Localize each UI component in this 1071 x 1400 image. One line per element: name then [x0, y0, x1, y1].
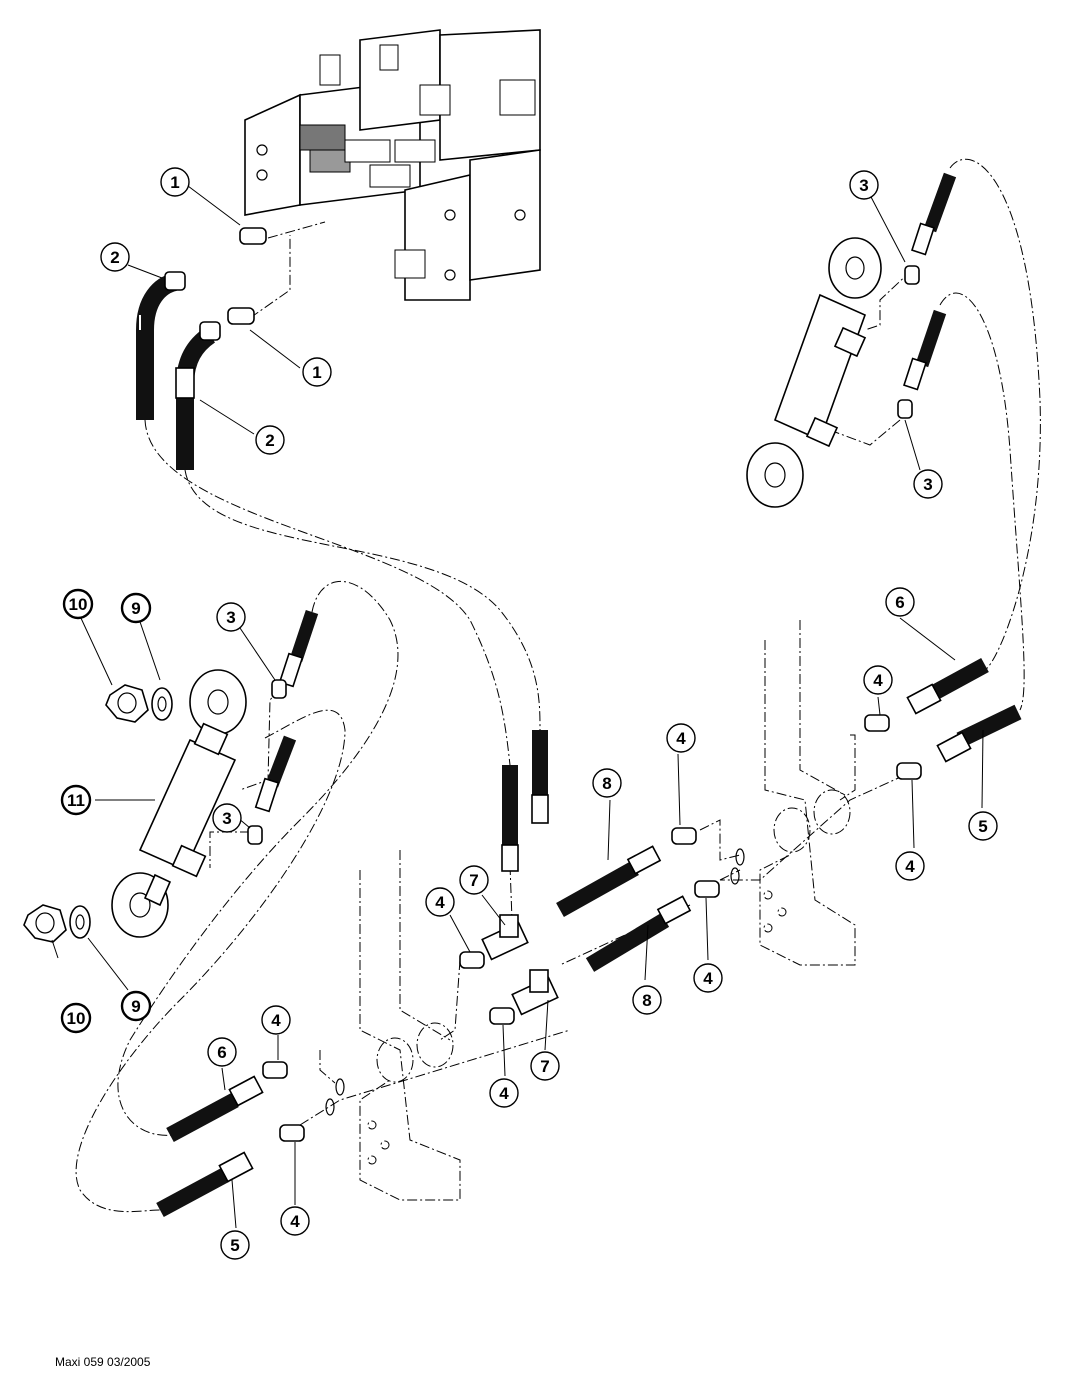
callout-5: 5 — [220, 1230, 250, 1260]
control-valve-block — [244, 29, 541, 301]
callout-7: 7 — [459, 865, 489, 895]
callout-4: 4 — [895, 851, 925, 881]
callout-10: 10 — [62, 588, 94, 620]
callout-6: 6 — [207, 1037, 237, 1067]
callout-4: 4 — [863, 665, 893, 695]
callout-number: 8 — [602, 774, 611, 793]
callout-4: 4 — [489, 1078, 519, 1108]
callout-number: 10 — [67, 1009, 86, 1028]
callout-number: 4 — [435, 893, 445, 912]
callout-number: 4 — [905, 857, 915, 876]
callout-number: 2 — [265, 431, 274, 450]
drawing-reference: Maxi 059 03/2005 — [55, 1355, 151, 1369]
hydraulic-cylinder-left — [111, 669, 247, 938]
callout-number: 1 — [312, 363, 321, 382]
callout-number: 7 — [469, 871, 478, 890]
callout-11: 11 — [60, 784, 92, 816]
callout-2: 2 — [100, 242, 130, 272]
hose-center-left — [501, 765, 519, 872]
hose-right-cylinder-lower — [903, 309, 947, 391]
callout-4: 4 — [693, 963, 723, 993]
nut-10-lower — [23, 904, 67, 943]
tee-fitting-7-lower — [511, 969, 559, 1016]
callout-2: 2 — [255, 425, 285, 455]
callout-number: 6 — [217, 1043, 226, 1062]
callout-number: 4 — [271, 1011, 281, 1030]
callout-number: 3 — [222, 809, 231, 828]
callout-number: 9 — [131, 599, 140, 618]
hose-left-cylinder-upper — [278, 609, 319, 688]
callout-10: 10 — [60, 1002, 92, 1034]
callout-number: 1 — [170, 173, 179, 192]
callout-3: 3 — [212, 803, 242, 833]
callout-7: 7 — [530, 1051, 560, 1081]
hose-left-cylinder-lower — [254, 735, 297, 813]
hose-5-right — [936, 704, 1022, 763]
hose-5-left — [156, 1151, 254, 1218]
leader-lines — [51, 185, 984, 1229]
callout-4: 4 — [261, 1005, 291, 1035]
callout-number: 9 — [131, 997, 140, 1016]
callout-number: 4 — [703, 969, 713, 988]
callout-4: 4 — [280, 1206, 310, 1236]
callout-5: 5 — [968, 811, 998, 841]
callout-9: 9 — [120, 592, 152, 624]
tee-fitting-7-upper — [481, 914, 529, 961]
callout-number: 4 — [290, 1212, 300, 1231]
connection-lines — [75, 158, 1041, 1213]
callout-number: 10 — [69, 595, 88, 614]
hose-8-lower — [585, 895, 692, 972]
callout-number: 7 — [540, 1057, 549, 1076]
callout-3: 3 — [849, 170, 879, 200]
callout-number: 3 — [923, 475, 932, 494]
callout-8: 8 — [632, 985, 662, 1015]
callout-number: 5 — [978, 817, 987, 836]
callout-number: 4 — [676, 729, 686, 748]
washer-9-upper — [151, 687, 173, 721]
callout-8: 8 — [592, 768, 622, 798]
callout-number: 11 — [67, 791, 85, 810]
callout-1: 1 — [302, 357, 332, 387]
hydraulic-cylinder-right — [746, 237, 882, 508]
callout-3: 3 — [913, 469, 943, 499]
left-frame-bracket — [359, 850, 461, 1201]
callout-4: 4 — [425, 887, 455, 917]
fittings — [227, 227, 922, 1142]
hose-6-left — [166, 1075, 264, 1143]
callout-number: 3 — [226, 608, 235, 627]
callout-number: 2 — [110, 248, 119, 267]
callout-1: 1 — [160, 167, 190, 197]
hose-8-upper — [556, 845, 662, 917]
hose-6-right — [906, 657, 989, 715]
hose-2-right — [175, 321, 221, 470]
callout-number: 4 — [873, 671, 883, 690]
callout-4: 4 — [666, 723, 696, 753]
right-frame-bracket — [759, 620, 856, 966]
nut-10-upper — [105, 684, 149, 723]
callout-6: 6 — [885, 587, 915, 617]
callout-number: 5 — [230, 1236, 239, 1255]
washer-9-lower — [69, 905, 91, 939]
hose-center-right — [531, 730, 549, 824]
callout-9: 9 — [120, 990, 152, 1022]
callout-number: 3 — [859, 176, 868, 195]
hose-right-cylinder-upper — [911, 172, 957, 256]
hose-2-left — [136, 271, 186, 420]
callout-3: 3 — [216, 602, 246, 632]
callout-number: 4 — [499, 1084, 509, 1103]
callout-number: 8 — [642, 991, 651, 1010]
callout-number: 6 — [895, 593, 904, 612]
